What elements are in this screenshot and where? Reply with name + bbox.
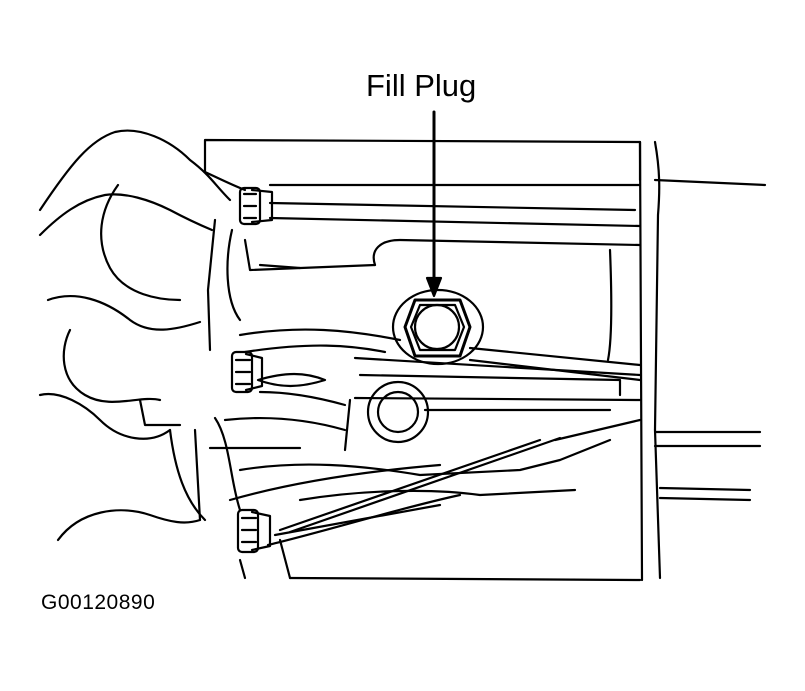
output-shaft-lines (655, 432, 760, 500)
bell-housing-outline (40, 131, 230, 540)
drain-plug-boss (368, 382, 428, 442)
case-ribs (210, 250, 640, 545)
bolt-middle (232, 352, 262, 392)
bolt-upper (240, 188, 272, 224)
figure-id: G00120890 (41, 591, 156, 614)
bolt-lower (238, 510, 270, 552)
transmission-case-body (195, 140, 765, 580)
callout-arrow (427, 112, 441, 296)
fill-plug-label: Fill Plug (366, 68, 477, 103)
fill-plug (393, 290, 483, 364)
